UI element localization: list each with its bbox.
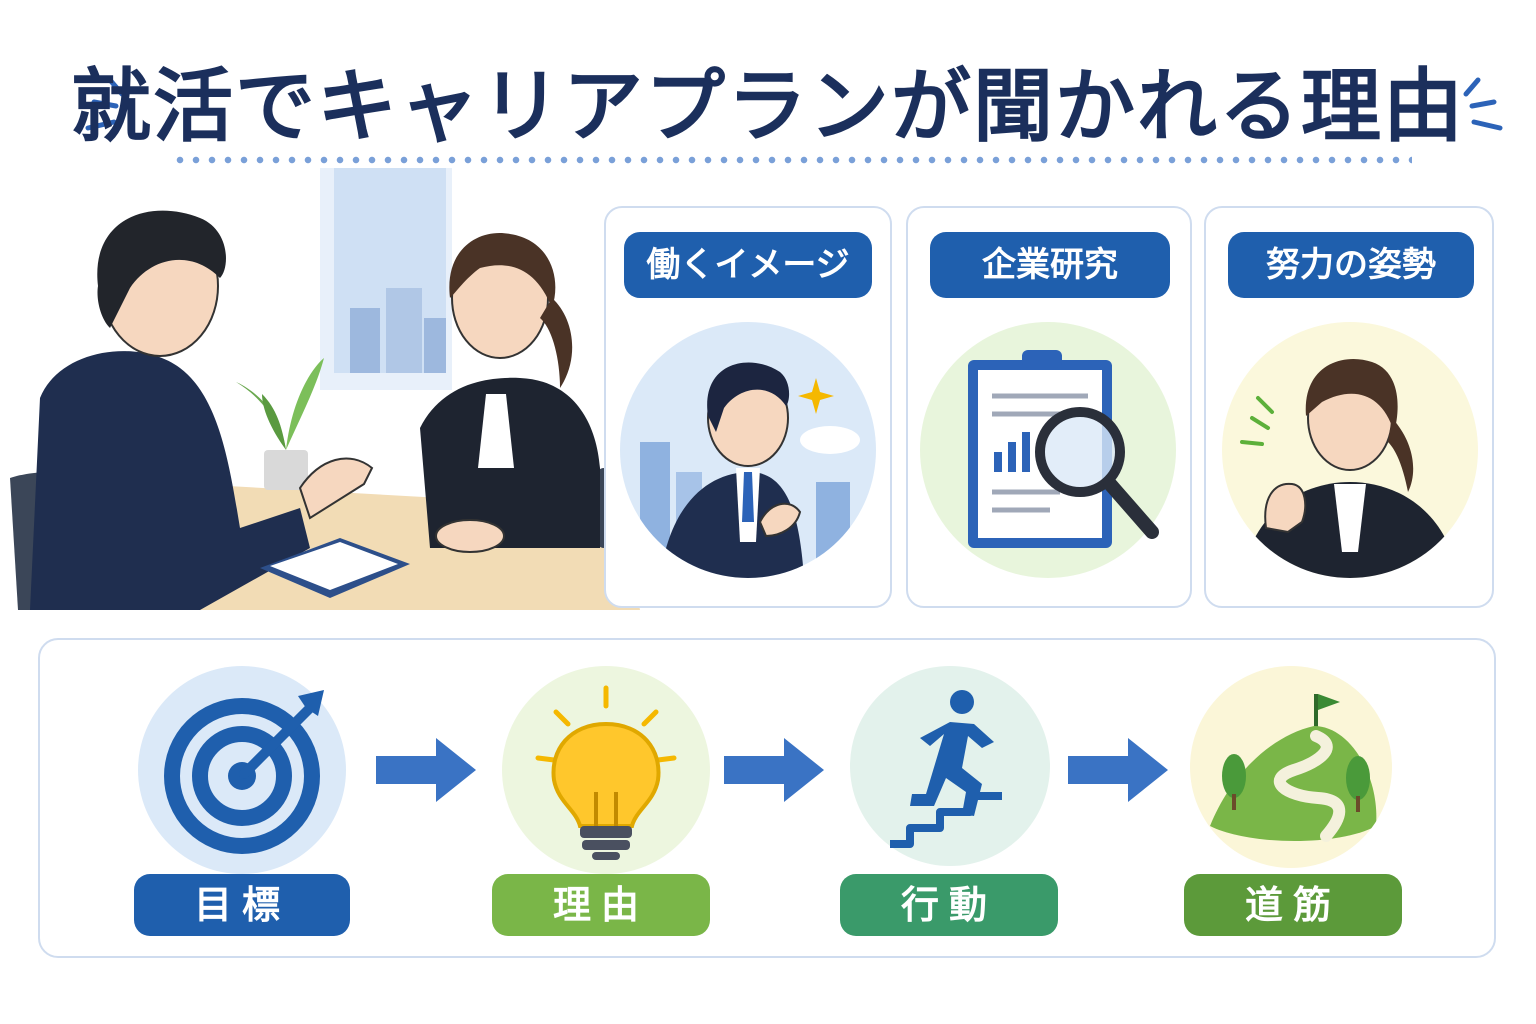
target-icon xyxy=(138,666,346,874)
step-label-reason: 理由 xyxy=(492,874,710,936)
card-label: 働くイメージ xyxy=(624,232,872,298)
businessman-looking-up-icon xyxy=(620,322,876,578)
arrow-right-icon xyxy=(1068,738,1168,802)
card-label: 企業研究 xyxy=(930,232,1170,298)
arrow-right-icon xyxy=(724,738,824,802)
card-work-image: 働くイメージ xyxy=(604,206,892,608)
interview-illustration xyxy=(0,168,640,610)
card-label: 努力の姿勢 xyxy=(1228,232,1474,298)
page-title: 就活でキャリアプランが聞かれる理由 xyxy=(71,60,1465,153)
clipboard-magnifier-icon xyxy=(920,322,1176,578)
arrow-right-icon xyxy=(376,738,476,802)
hill-path-flag-icon xyxy=(1190,666,1392,868)
title-accent-left-icon xyxy=(80,70,140,140)
step-label-action: 行動 xyxy=(840,874,1058,936)
flow-panel: 目標 理由 行動 xyxy=(38,638,1496,958)
running-stairs-icon xyxy=(850,666,1050,866)
lightbulb-icon xyxy=(502,666,710,874)
step-label-path: 道筋 xyxy=(1184,874,1402,936)
determined-woman-icon xyxy=(1222,322,1478,578)
title-accent-right-icon xyxy=(1448,70,1508,140)
step-label-goal: 目標 xyxy=(134,874,350,936)
title-dotted-divider xyxy=(172,156,1412,164)
card-company-research: 企業研究 xyxy=(906,206,1192,608)
card-effort-attitude: 努力の姿勢 xyxy=(1204,206,1494,608)
